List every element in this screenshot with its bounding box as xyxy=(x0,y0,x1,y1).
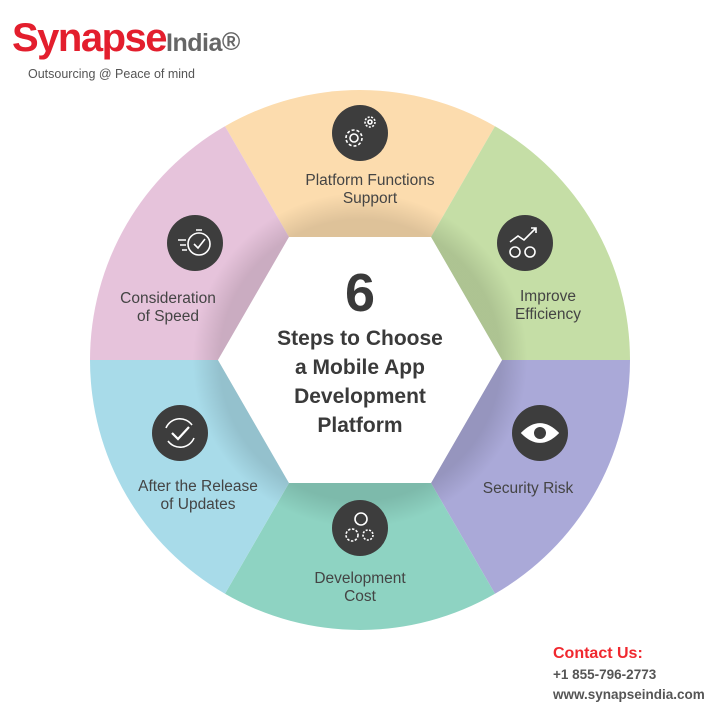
synapseindia-logo: SynapseIndia® Outsourcing @ Peace of min… xyxy=(12,18,240,81)
gears-icon xyxy=(332,105,388,161)
title-line: Steps to Choose xyxy=(277,327,443,350)
contact-phone[interactable]: +1 855-796-2773 xyxy=(553,667,657,682)
center-title: 6 Steps to Choose a Mobile App Developme… xyxy=(240,262,480,440)
steps-count: 6 xyxy=(344,263,376,323)
refresh-check-icon xyxy=(152,405,208,461)
center-hexagon xyxy=(218,237,502,483)
title-line: Development xyxy=(294,385,426,408)
stopwatch-speed-icon xyxy=(167,215,223,271)
logo-tagline: Outsourcing @ Peace of mind xyxy=(28,67,195,81)
contact-website[interactable]: www.synapseindia.com xyxy=(553,687,705,702)
cost-gears-icon xyxy=(332,500,388,556)
contact-heading: Contact Us: xyxy=(553,645,643,662)
label-security-risk: Security Risk xyxy=(482,480,574,497)
eye-icon xyxy=(512,405,568,461)
logo-registered: ® xyxy=(221,28,240,56)
title-line: Platform xyxy=(317,414,403,437)
contact-block: Contact Us: +1 855-796-2773 www.synapsei… xyxy=(553,643,705,705)
title-line: a Mobile App xyxy=(295,356,425,379)
efficiency-chart-icon xyxy=(497,215,553,271)
logo-brand-sub: India xyxy=(166,29,222,57)
logo-brand: Synapse xyxy=(12,16,168,60)
